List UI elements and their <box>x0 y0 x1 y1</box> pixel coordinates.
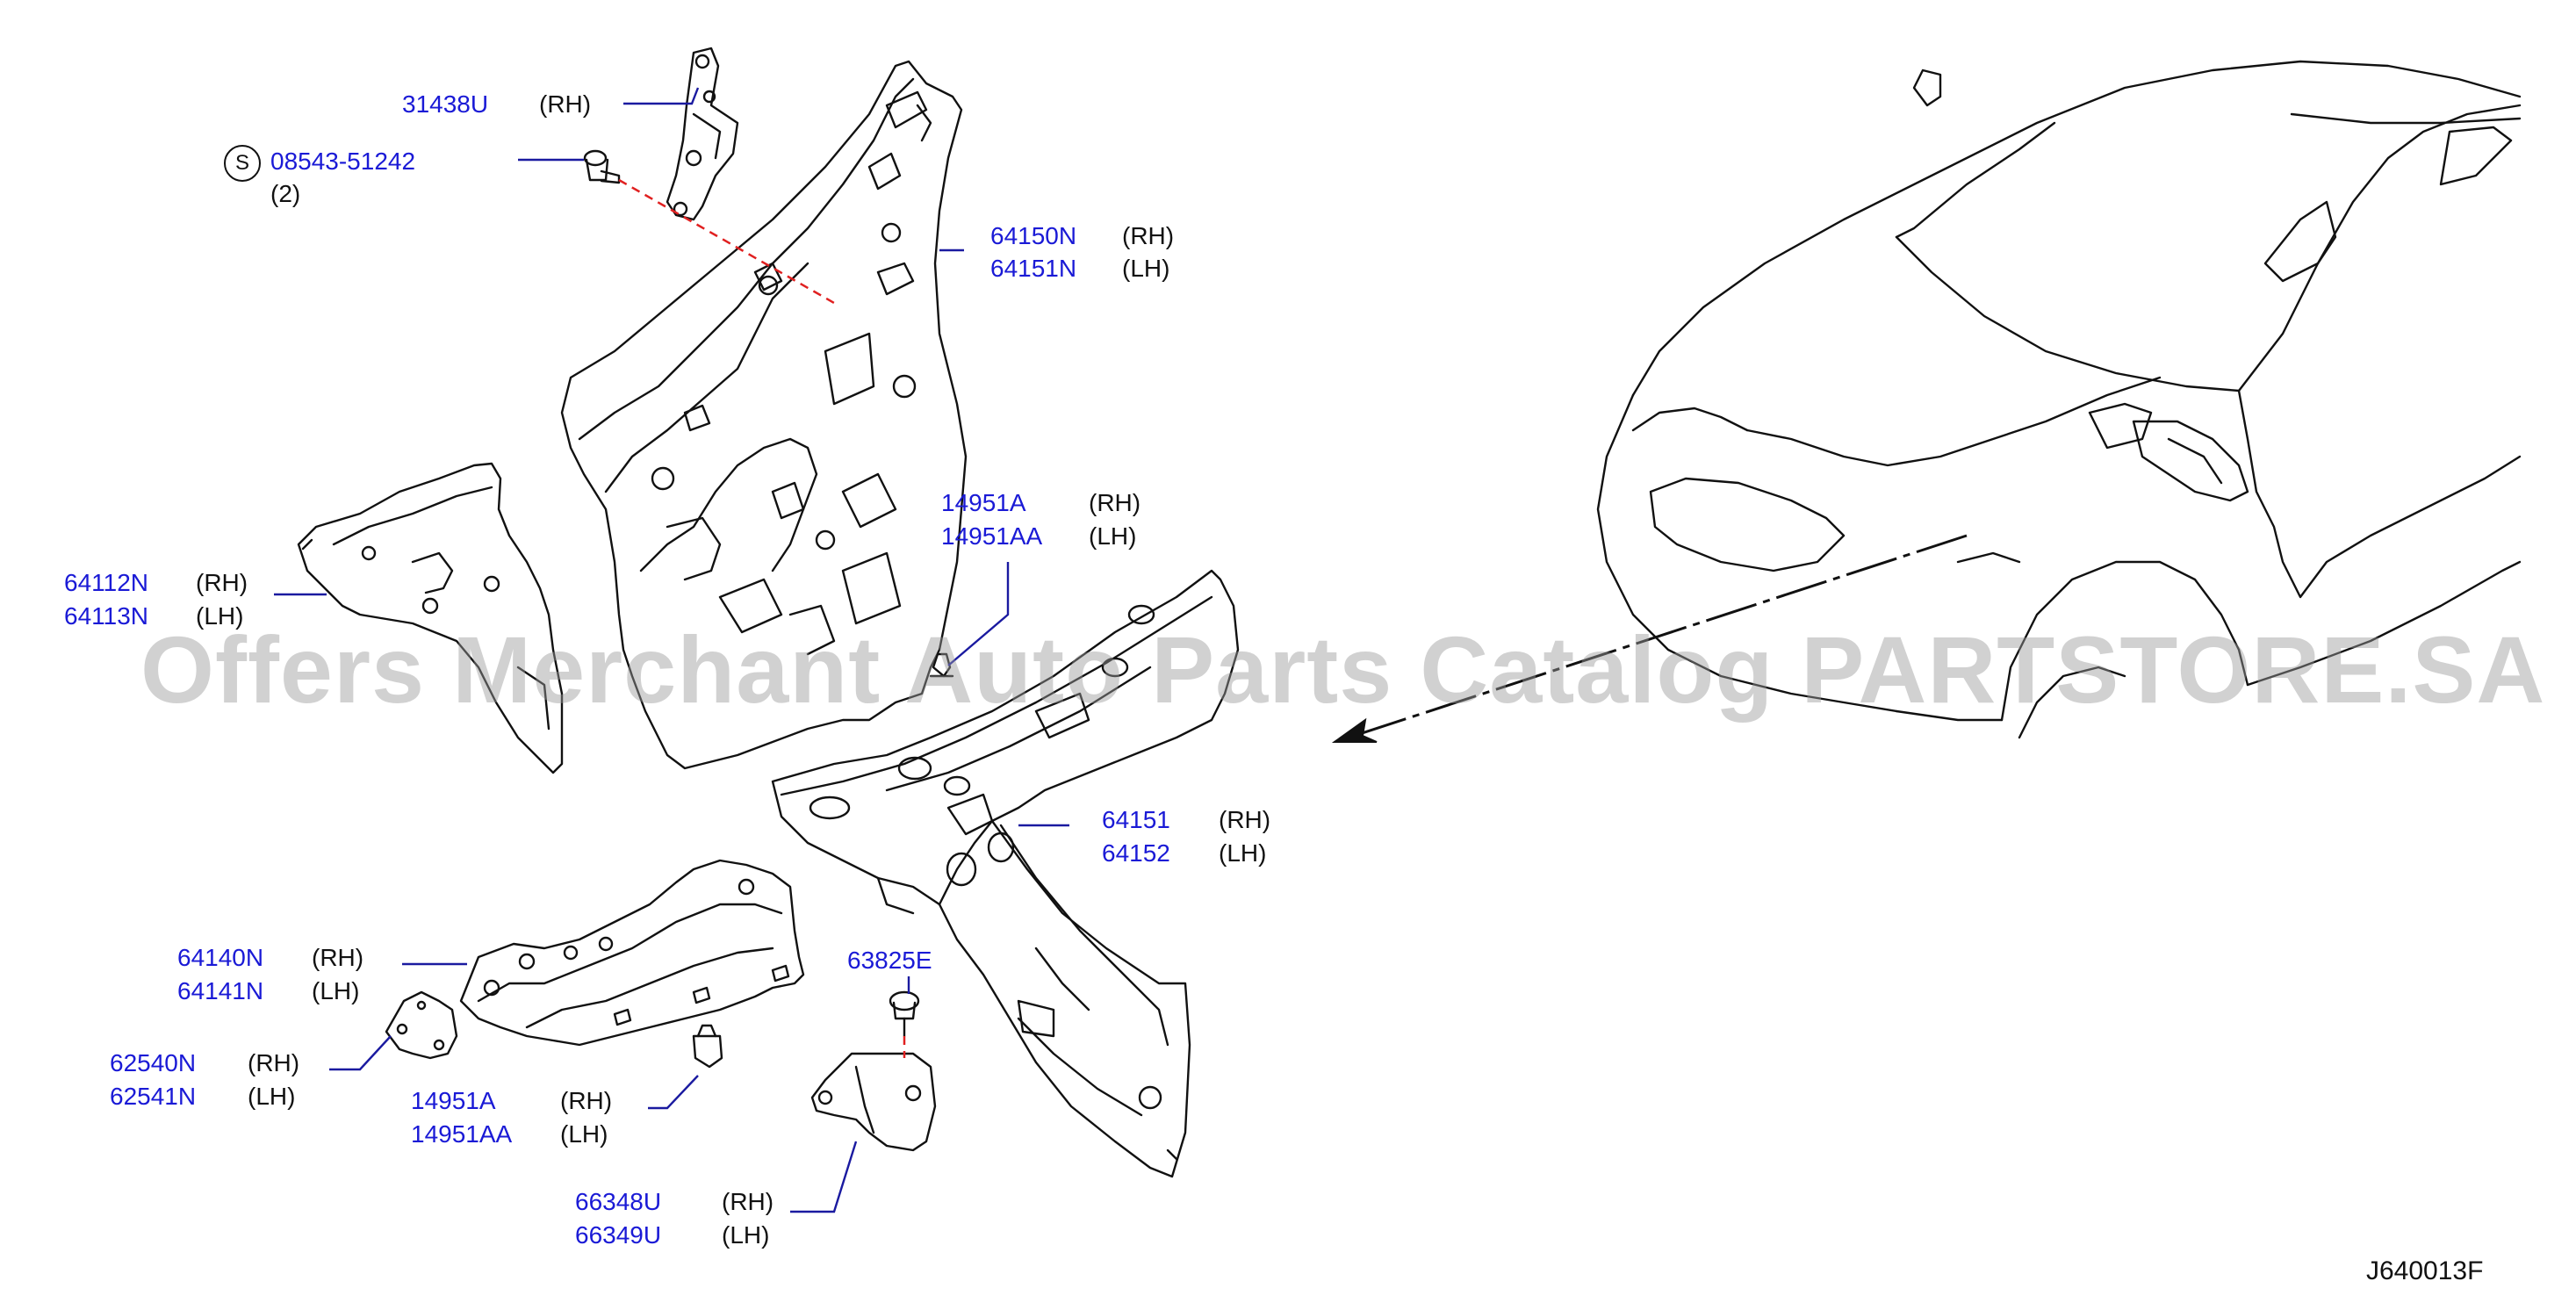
callout-14951a-lower-part-number[interactable]: 14951A <box>411 1087 496 1114</box>
callout-64152-side: (LH) <box>1219 839 1267 867</box>
callout-64112n-side: (RH) <box>196 569 248 596</box>
callout-64140n-side: (RH) <box>312 944 364 971</box>
callout-64140n-part-number[interactable]: 64140N <box>177 944 264 971</box>
callout-66349u-part-number[interactable]: 66349U <box>575 1221 662 1249</box>
side-member-64151-part[interactable] <box>771 569 1240 1178</box>
callout-62541n-part-number[interactable]: 62541N <box>110 1083 197 1110</box>
bolt-14951a-lower-part[interactable] <box>692 1024 723 1069</box>
callout-64113n-side: (LH) <box>196 602 244 630</box>
reinforcement-64112n-part[interactable] <box>297 462 564 774</box>
alignment-dashes <box>618 178 906 1058</box>
car-illustration <box>1596 60 2522 739</box>
callout-14951aa-lower-side: (LH) <box>560 1120 608 1148</box>
callout-64150n-side: (RH) <box>1122 222 1175 249</box>
callout-64112n-part-number[interactable]: 64112N <box>64 569 149 596</box>
diagram-code: J640013F <box>2366 1256 2484 1285</box>
location-arrow <box>1331 534 1968 743</box>
callout-14951a-lower-side: (RH) <box>560 1087 613 1114</box>
callout-14951a-upper-side: (RH) <box>1089 489 1141 516</box>
callout-64141n-part-number[interactable]: 64141N <box>177 977 264 1004</box>
callout-14951aa-upper-side: (LH) <box>1089 522 1137 550</box>
callout-63825e-part-number[interactable]: 63825E <box>847 947 932 974</box>
leader-lines <box>274 87 1069 1213</box>
hoodledge-panel-part[interactable] <box>560 60 968 770</box>
watermark-text: Offers Merchant Auto Parts Catalog PARTS… <box>140 616 2546 723</box>
callout-64113n-part-number[interactable]: 64113N <box>64 602 149 630</box>
callout-08543-51242-part-number[interactable]: 08543-51242 <box>270 148 416 175</box>
standard-part-symbol: S <box>224 145 261 182</box>
callout-64141n-side: (LH) <box>312 977 360 1004</box>
bolt-08543-51242-part[interactable] <box>583 149 621 184</box>
callout-64151-side: (RH) <box>1219 806 1271 833</box>
callout-66349u-side: (LH) <box>722 1221 770 1249</box>
member-64140n-part[interactable] <box>459 859 805 1047</box>
callout-14951aa-lower-part-number[interactable]: 14951AA <box>411 1120 513 1148</box>
callout-64152-part-number[interactable]: 64152 <box>1102 839 1170 867</box>
callout-64150n-part-number[interactable]: 64150N <box>990 222 1077 249</box>
callout-62540n-part-number[interactable]: 62540N <box>110 1049 197 1076</box>
callout-14951a-upper-part-number[interactable]: 14951A <box>941 489 1026 516</box>
bracket-66348u-part[interactable] <box>810 1052 937 1152</box>
callout-31438u-side: (RH) <box>539 90 592 118</box>
bracket-31438u-part[interactable] <box>666 47 739 221</box>
clip-14951a-upper-part[interactable] <box>929 652 954 678</box>
callout-66348u-part-number[interactable]: 66348U <box>575 1188 662 1215</box>
bolt-63825e-part[interactable] <box>889 990 920 1038</box>
callout-64151n-part-number[interactable]: 64151N <box>990 255 1077 282</box>
callout-31438u-part-number[interactable]: 31438U <box>402 90 489 118</box>
callout-66348u-side: (RH) <box>722 1188 774 1215</box>
callout-64151n-side: (LH) <box>1122 255 1170 282</box>
bracket-62540n-part[interactable] <box>385 990 458 1060</box>
callout-62541n-side: (LH) <box>248 1083 296 1110</box>
callout-14951aa-upper-part-number[interactable]: 14951AA <box>941 522 1043 550</box>
callout-64151-part-number[interactable]: 64151 <box>1102 806 1170 833</box>
callout-62540n-side: (RH) <box>248 1049 300 1076</box>
callout-08543-51242-quantity: (2) <box>270 180 301 207</box>
